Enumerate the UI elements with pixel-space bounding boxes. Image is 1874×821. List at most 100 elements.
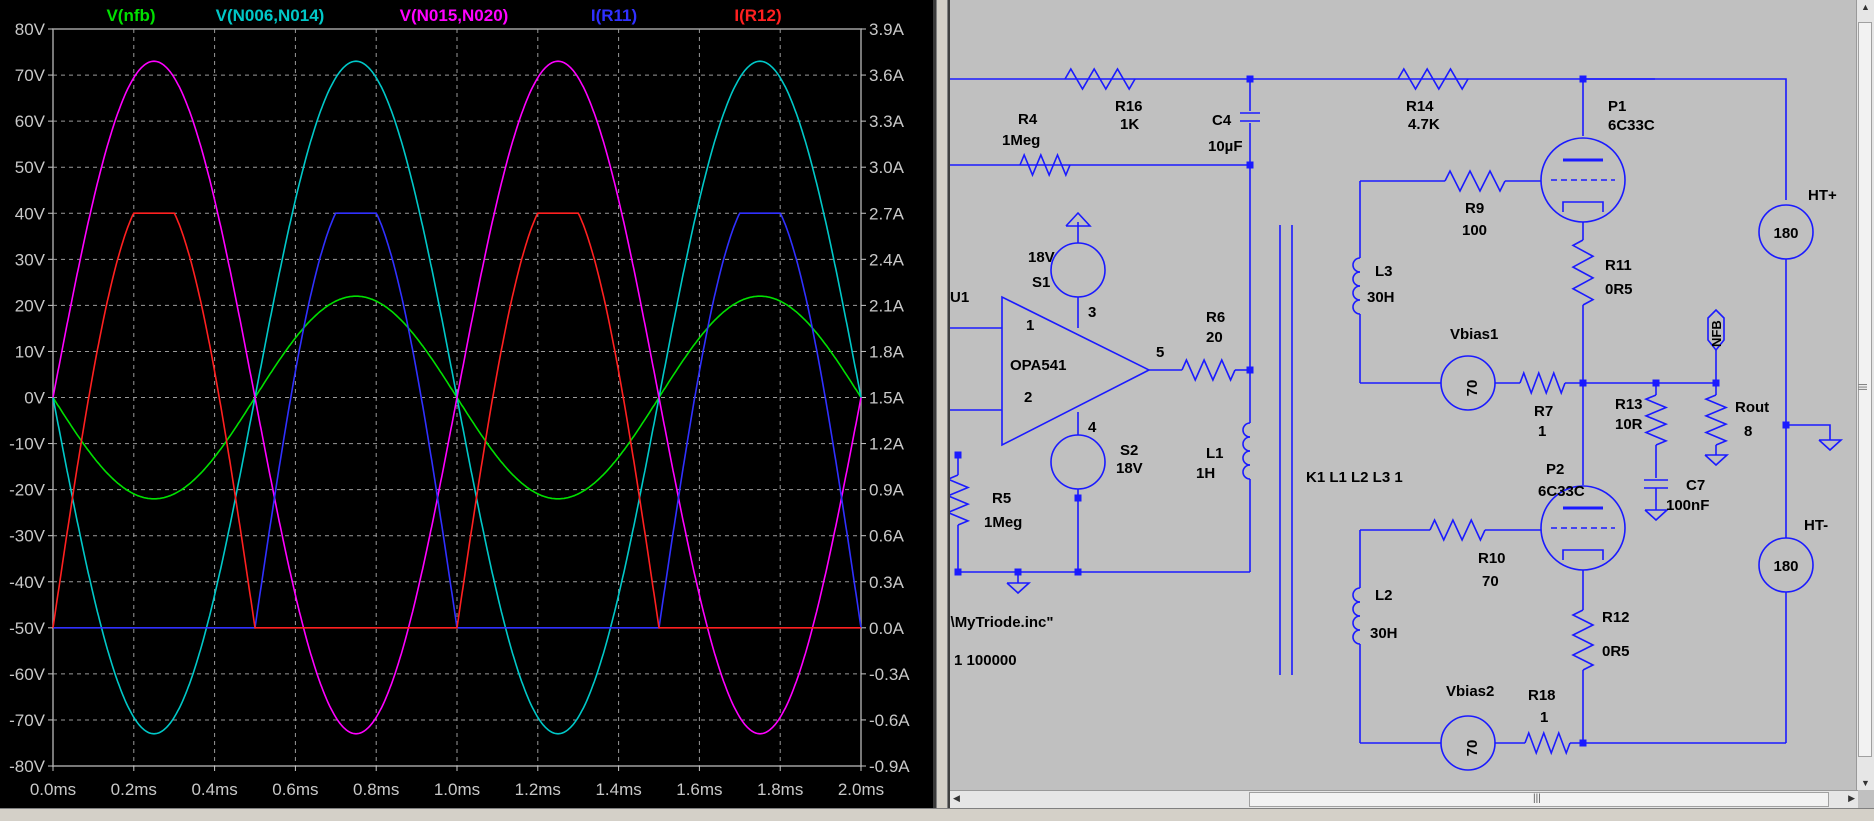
inductor-l1 (1242, 422, 1251, 480)
coil-turn (1352, 299, 1361, 315)
triode-p2[interactable] (1540, 485, 1626, 571)
resistor-r10 (1429, 518, 1486, 542)
pane-splitter[interactable] (936, 0, 948, 821)
opamp-opa541[interactable] (1001, 295, 1151, 447)
wire (1786, 424, 1831, 440)
resistor-r5 (950, 474, 971, 526)
horizontal-scrollbar[interactable]: ◀ ||| ▶ (950, 790, 1858, 808)
part-label: 1 (1538, 423, 1546, 440)
status-strip (0, 808, 1874, 821)
x-tick-label: 1.2ms (515, 780, 561, 799)
part-label: K1 L1 L2 L3 1 (1306, 469, 1403, 486)
coil-turn (1352, 285, 1361, 301)
part-label: S2 (1120, 442, 1138, 459)
coil-turn (1352, 615, 1361, 631)
x-tick-label: 0.8ms (353, 780, 399, 799)
resistor-r12 (1571, 609, 1595, 671)
part-label: 1H (1196, 465, 1215, 482)
part-label: C7 (1686, 477, 1705, 494)
part-label: HT- (1804, 517, 1828, 534)
triode-p1[interactable] (1540, 137, 1626, 223)
resistor-rout (1703, 394, 1729, 446)
y-tick-label-right: -0.6A (869, 711, 910, 730)
y-tick-label-right: 3.0A (869, 158, 905, 177)
part-label: Vbias2 (1446, 683, 1494, 700)
y-tick-label-right: 3.3A (869, 112, 905, 131)
spice-directive: .inc "C:\Program Files\LTC\LTspiceIV\lib… (950, 614, 1053, 631)
y-tick-label-left: 60V (15, 112, 46, 131)
supply-arrow-icon (1065, 211, 1092, 227)
part-label: U1 (950, 289, 969, 306)
part-label: 2 (1024, 389, 1032, 406)
part-label: Vbias1 (1450, 326, 1498, 343)
junction (954, 451, 962, 459)
resistor-r11 (1571, 239, 1595, 306)
horizontal-scroll-thumb[interactable]: ||| (1249, 792, 1829, 807)
coil-turn (1352, 587, 1361, 603)
part-label: R6 (1206, 309, 1225, 326)
part-label: 100nF (1666, 497, 1709, 514)
scroll-right-icon[interactable]: ▶ (1848, 793, 1855, 803)
y-tick-label-left: -50V (9, 619, 46, 638)
source-s2[interactable] (1050, 434, 1106, 490)
y-tick-label-right: 0.9A (869, 481, 905, 500)
part-label: Rout (1735, 399, 1769, 416)
coil-turn (1352, 601, 1361, 617)
scroll-grip-icon: ||| (1858, 383, 1869, 391)
part-label: OPA541 (1010, 357, 1066, 374)
vertical-scroll-thumb[interactable] (1858, 22, 1872, 757)
resistor-r14 (1397, 67, 1469, 91)
part-label: 70 (1482, 573, 1499, 590)
part-label: R10 (1478, 550, 1506, 567)
scroll-down-icon[interactable]: ▼ (1861, 778, 1870, 788)
scroll-left-icon[interactable]: ◀ (953, 793, 960, 803)
part-label: 1Meg (1002, 132, 1040, 149)
waveform-plot[interactable]: 80V70V60V50V40V30V20V10V0V-10V-20V-30V-4… (0, 0, 933, 808)
part-label: 180 (1773, 225, 1798, 242)
trace-i-r12-[interactable] (52, 212, 861, 629)
part-label: 10µF (1208, 138, 1243, 155)
part-label: 1 (1540, 709, 1548, 726)
resistor-r13 (1643, 394, 1669, 446)
y-tick-label-left: 20V (15, 296, 46, 315)
part-label: 18V (1116, 460, 1143, 477)
nfb-port-icon[interactable] (1707, 308, 1725, 352)
x-tick-label: 0.0ms (30, 780, 76, 799)
vertical-scrollbar[interactable]: ▲ ||| ▼ (1856, 0, 1874, 790)
y-tick-label-left: -10V (9, 435, 46, 454)
x-tick-label: 0.2ms (111, 780, 157, 799)
part-label: 10R (1615, 416, 1643, 433)
y-tick-label-left: 80V (15, 20, 46, 39)
y-tick-label-left: -60V (9, 665, 46, 684)
part-label: C4 (1212, 112, 1232, 129)
scroll-grip-icon: ||| (1533, 793, 1541, 804)
part-label: R7 (1534, 403, 1553, 420)
trace-v-n015-n020-[interactable] (52, 60, 862, 735)
part-label: HT+ (1808, 187, 1837, 204)
resistor-r7 (1519, 370, 1566, 396)
coil-turn (1242, 464, 1251, 480)
source-s1[interactable] (1050, 242, 1106, 298)
part-label: 4 (1088, 419, 1097, 436)
net-label: NFB (1709, 320, 1724, 347)
y-tick-label-left: 0V (24, 389, 45, 408)
part-label: L3 (1375, 263, 1393, 280)
resistor-r9 (1444, 169, 1506, 193)
resistor-r16 (1064, 67, 1136, 91)
part-label: P2 (1546, 461, 1564, 478)
y-tick-label-right: 2.1A (869, 296, 905, 315)
part-label: 100 (1462, 222, 1487, 239)
scroll-up-icon[interactable]: ▲ (1861, 2, 1870, 12)
part-label: 8 (1744, 423, 1752, 440)
part-label: R16 (1115, 98, 1143, 115)
source-body (1050, 242, 1106, 298)
x-tick-label: 1.8ms (757, 780, 803, 799)
y-tick-label-right: 0.6A (869, 527, 905, 546)
part-label: 0R5 (1605, 281, 1633, 298)
resistor-r4 (1019, 152, 1071, 178)
y-tick-label-left: -30V (9, 527, 46, 546)
legend-entry: V(nfb) (106, 6, 155, 25)
